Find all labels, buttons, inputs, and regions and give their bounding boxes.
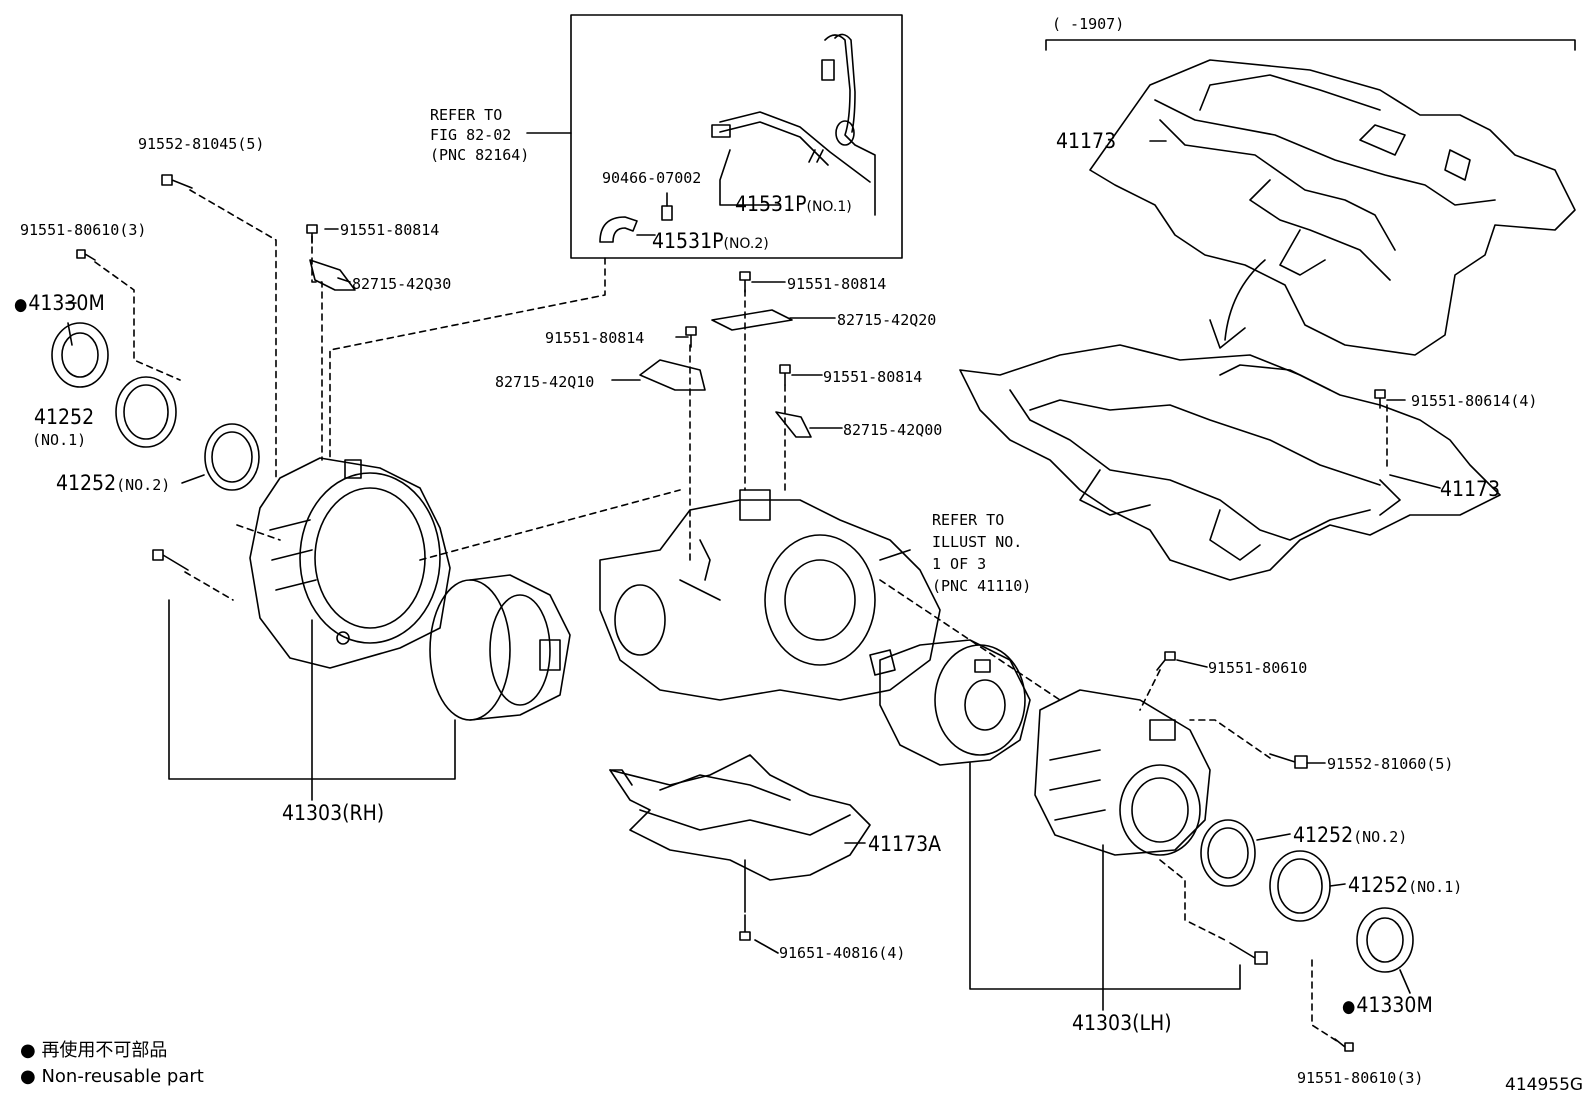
rotor-lh bbox=[869, 639, 1031, 766]
refer-fig-line1: REFER TO bbox=[430, 106, 503, 124]
legend-text-jp: 再使用不可部品 bbox=[41, 1040, 168, 1061]
gasket-41252-no1-right bbox=[1269, 850, 1331, 922]
bolt-91552-81045 bbox=[161, 174, 193, 189]
legend-line1: ● 再使用不可部品 bbox=[20, 1040, 167, 1062]
cover-41173a bbox=[609, 754, 871, 881]
refer-illust-line1: REFER TO bbox=[932, 511, 1005, 529]
bracket-82715-42q30 bbox=[309, 259, 356, 291]
label-41531p-no2-num: 41531P bbox=[652, 229, 724, 253]
label-41252-no2-right: 41252(NO.2) bbox=[1293, 824, 1407, 846]
bolt-left-lower bbox=[152, 549, 189, 571]
label-91551-80814-a: 91551-80814 bbox=[340, 221, 440, 239]
label-41252-no1-right-num: 41252 bbox=[1348, 873, 1409, 897]
label-91551-80614: 91551-80614(4) bbox=[1411, 392, 1538, 410]
inset-box bbox=[570, 14, 903, 259]
bracket-lh bbox=[969, 762, 1241, 990]
label-41252-no2-left-sub: (NO.2) bbox=[116, 476, 171, 494]
bracket-82715-42q10 bbox=[639, 359, 706, 391]
label-91551-80610-3-left: 91551-80610(3) bbox=[20, 221, 147, 239]
bolt-91552-81060 bbox=[1269, 753, 1308, 769]
label-41330m-left: 41330M bbox=[14, 291, 105, 316]
label-41330m-right: 41330M bbox=[1342, 993, 1433, 1018]
label-41252-no1-right: 41252(NO.1) bbox=[1348, 874, 1462, 896]
arrow-icon bbox=[1209, 259, 1266, 349]
label-41252-no2-left-num: 41252 bbox=[56, 471, 117, 495]
bracket-82715-42q00 bbox=[775, 411, 812, 438]
label-41531p-no2: 41531P(NO.2) bbox=[652, 230, 769, 255]
label-41252-no1-right-sub: (NO.1) bbox=[1408, 878, 1463, 896]
refer-illust-line3: 1 OF 3 bbox=[932, 555, 987, 573]
label-91551-80814-c: 91551-80814 bbox=[545, 329, 645, 347]
label-41330m-right-text: 41330M bbox=[1356, 993, 1433, 1017]
oil-seal-41330m-left bbox=[51, 322, 109, 388]
vent-hose-no1 bbox=[711, 33, 876, 216]
legend-text-en: Non-reusable part bbox=[41, 1066, 204, 1087]
bolt-91551-80610-3-left bbox=[76, 249, 96, 261]
refer-illust-line2: ILLUST NO. bbox=[932, 533, 1023, 551]
label-41330m-left-text: 41330M bbox=[28, 291, 105, 315]
label-41252-left: 41252 bbox=[34, 405, 95, 429]
label-82715-42q10: 82715-42Q10 bbox=[495, 373, 595, 391]
bolt-91551-80814-b bbox=[739, 271, 751, 293]
label-41173-bottom: 41173 bbox=[1440, 477, 1501, 501]
label-41252-left-no1: (NO.1) bbox=[32, 431, 87, 449]
label-41303-rh: 41303(RH) bbox=[282, 801, 385, 825]
legend-dot-icon: ● bbox=[20, 1040, 42, 1061]
housing-41303-rh bbox=[249, 457, 451, 669]
bolt-91551-80610 bbox=[1156, 651, 1176, 671]
label-41252-no2-left: 41252(NO.2) bbox=[56, 472, 170, 494]
clip-90466 bbox=[661, 205, 673, 221]
bolt-91551-80614 bbox=[1374, 389, 1386, 409]
label-41531p-no1-num: 41531P bbox=[735, 192, 807, 216]
label-91551-80814-d: 91551-80814 bbox=[823, 368, 923, 386]
bolt-right-lower bbox=[1229, 942, 1268, 965]
bolt-91551-80610-3-right bbox=[1334, 1038, 1354, 1052]
label-91552-81045: 91552-81045(5) bbox=[138, 135, 265, 153]
label-91551-80610-3-right: 91551-80610(3) bbox=[1297, 1069, 1424, 1087]
label-90466-07002: 90466-07002 bbox=[602, 169, 702, 187]
label-41531p-no2-sub: (NO.2) bbox=[723, 236, 769, 252]
gasket-41252-no1-left bbox=[115, 376, 177, 448]
label-82715-42q20: 82715-42Q20 bbox=[837, 311, 937, 329]
figure-id: 414955G bbox=[1505, 1075, 1584, 1095]
transaxle-center bbox=[599, 489, 941, 701]
cover-41173-bottom bbox=[959, 344, 1501, 581]
label-91552-81060: 91552-81060(5) bbox=[1327, 755, 1454, 773]
vent-hose-no2 bbox=[599, 216, 638, 243]
bracket-82715-42q20 bbox=[711, 309, 793, 331]
gasket-41252-no2-left bbox=[204, 423, 260, 491]
bolt-91551-80814-d bbox=[779, 364, 791, 386]
label-91551-80814-b: 91551-80814 bbox=[787, 275, 887, 293]
label-41303-lh: 41303(LH) bbox=[1072, 1011, 1172, 1035]
housing-41303-lh bbox=[1034, 689, 1211, 856]
range-bracket bbox=[1045, 39, 1576, 51]
label-41252-no2-right-num: 41252 bbox=[1293, 823, 1354, 847]
label-91651-40816: 91651-40816(4) bbox=[779, 944, 906, 962]
label-91551-80610: 91551-80610 bbox=[1208, 659, 1308, 677]
label-82715-42q30: 82715-42Q30 bbox=[352, 275, 452, 293]
rotor-rh bbox=[429, 574, 571, 721]
label-41531p-no1: 41531P(NO.1) bbox=[735, 193, 852, 218]
label-82715-42q00: 82715-42Q00 bbox=[843, 421, 943, 439]
bolt-91551-80814-c bbox=[685, 326, 697, 348]
legend-line2: ● Non-reusable part bbox=[20, 1066, 204, 1088]
oil-seal-41330m-right bbox=[1356, 907, 1414, 973]
label-41531p-no1-sub: (NO.1) bbox=[806, 199, 852, 215]
cover-41173-top bbox=[1089, 59, 1576, 356]
gasket-41252-no2-right bbox=[1200, 819, 1256, 887]
label-41173a: 41173A bbox=[868, 832, 942, 856]
range-note: ( -1907) bbox=[1052, 15, 1125, 33]
refer-fig-line2: FIG 82-02 bbox=[430, 126, 512, 144]
refer-fig-line3: (PNC 82164) bbox=[430, 146, 530, 164]
bolt-91651-40816 bbox=[739, 914, 751, 941]
label-41173-top: 41173 bbox=[1056, 129, 1117, 153]
refer-illust-line4: (PNC 41110) bbox=[932, 577, 1032, 595]
legend-dot-icon-2: ● bbox=[20, 1066, 42, 1087]
label-41252-no2-right-sub: (NO.2) bbox=[1353, 828, 1408, 846]
